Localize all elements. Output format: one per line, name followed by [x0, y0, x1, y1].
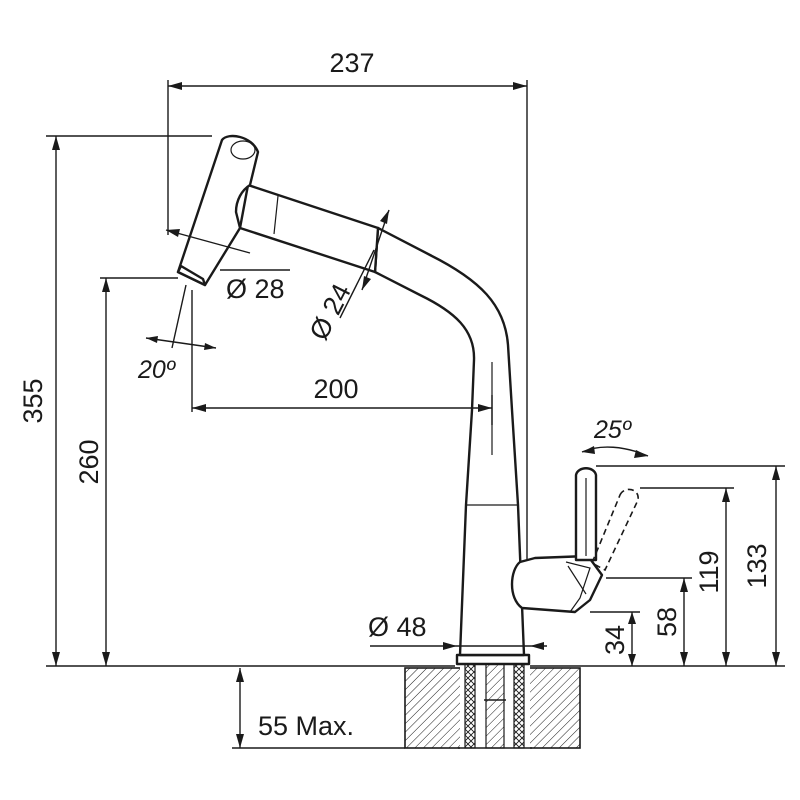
label-lever-h-133: 133	[742, 543, 772, 588]
dim-height-total: 355	[18, 135, 455, 667]
countertop-section	[404, 662, 581, 752]
spray-head-face	[176, 264, 207, 287]
dim-height-spout: 260	[74, 277, 178, 666]
spray-head-top	[230, 140, 256, 160]
dim-lever-heights: 133 119 58 34	[530, 465, 785, 667]
label-hose-diameter: Ø 24	[304, 279, 357, 345]
hose-joint	[273, 195, 279, 235]
label-lever-angle: 25º	[593, 416, 633, 444]
dim-reach: 200	[191, 290, 493, 425]
label-deck-thickness: 55 Max.	[258, 711, 354, 741]
dim-lever-angle: 25º	[581, 416, 649, 458]
dim-head-angle: 20º	[137, 284, 217, 384]
label-reach: 200	[313, 374, 358, 404]
faucet-column	[373, 226, 526, 657]
dim-head-diameter: Ø 28	[165, 229, 290, 304]
label-height-spout: 260	[74, 439, 104, 484]
spray-head	[176, 134, 260, 287]
label-head-diameter: Ø 28	[226, 274, 285, 304]
faucet	[176, 134, 639, 666]
mounting-rod-left	[464, 663, 476, 749]
dim-base-diameter: Ø 48	[368, 612, 547, 650]
label-width-total: 237	[329, 48, 374, 78]
dim-deck-thickness: 55 Max.	[232, 668, 405, 749]
label-lever-h-34: 34	[600, 625, 630, 655]
dim-width-total: 237	[167, 48, 528, 560]
base-ring	[455, 653, 531, 666]
mounting-core	[485, 663, 505, 749]
lever-open	[590, 488, 639, 572]
hose-section	[238, 183, 380, 274]
label-height-total: 355	[18, 378, 48, 423]
label-head-angle: 20º	[137, 356, 177, 384]
label-base-diameter: Ø 48	[368, 612, 427, 642]
label-lever-h-58: 58	[652, 607, 682, 637]
handle-hub	[510, 554, 604, 614]
label-lever-h-119: 119	[694, 550, 724, 593]
mounting-rod-right	[513, 663, 525, 749]
